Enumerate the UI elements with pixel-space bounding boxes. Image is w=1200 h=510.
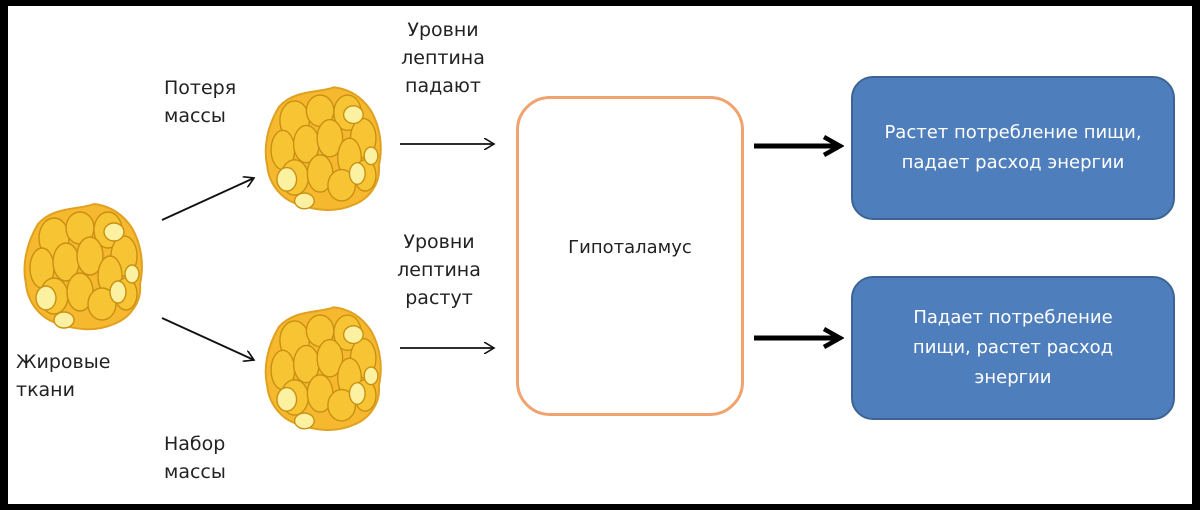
fat-tissue-label: Жировые ткани xyxy=(16,351,111,401)
arrow-to-mass-gain xyxy=(161,317,254,360)
hypothalamus-box: Гипоталамус xyxy=(516,96,744,416)
fat-cell-cluster-icon xyxy=(23,203,143,331)
leptin-rises-label: Уровни лептина растут xyxy=(397,231,481,309)
outcome-box-top: Растет потребление пищи, падает расход э… xyxy=(851,76,1175,220)
mass-loss-label: Потеря массы xyxy=(164,77,237,127)
outcome-top-text: Растет потребление пищи, падает расход э… xyxy=(884,122,1142,173)
diagram-canvas: Жировые ткани Потеря массы Набор массы У… xyxy=(8,6,1192,504)
mass-gain-label: Набор массы xyxy=(164,433,226,483)
diagram-graphics xyxy=(23,86,1192,431)
outcome-box-bottom: Падает потребление пищи, растет расход э… xyxy=(851,276,1175,420)
arrow-to-mass-loss xyxy=(161,178,254,221)
outcome-bottom-text: Падает потребление пищи, растет расход э… xyxy=(912,307,1114,388)
hypothalamus-label: Гипоталамус xyxy=(568,237,692,258)
fat-cell-cluster-icon xyxy=(264,86,382,211)
leptin-falls-label: Уровни лептина падают xyxy=(401,19,485,97)
fat-cell-cluster-icon xyxy=(264,306,382,431)
